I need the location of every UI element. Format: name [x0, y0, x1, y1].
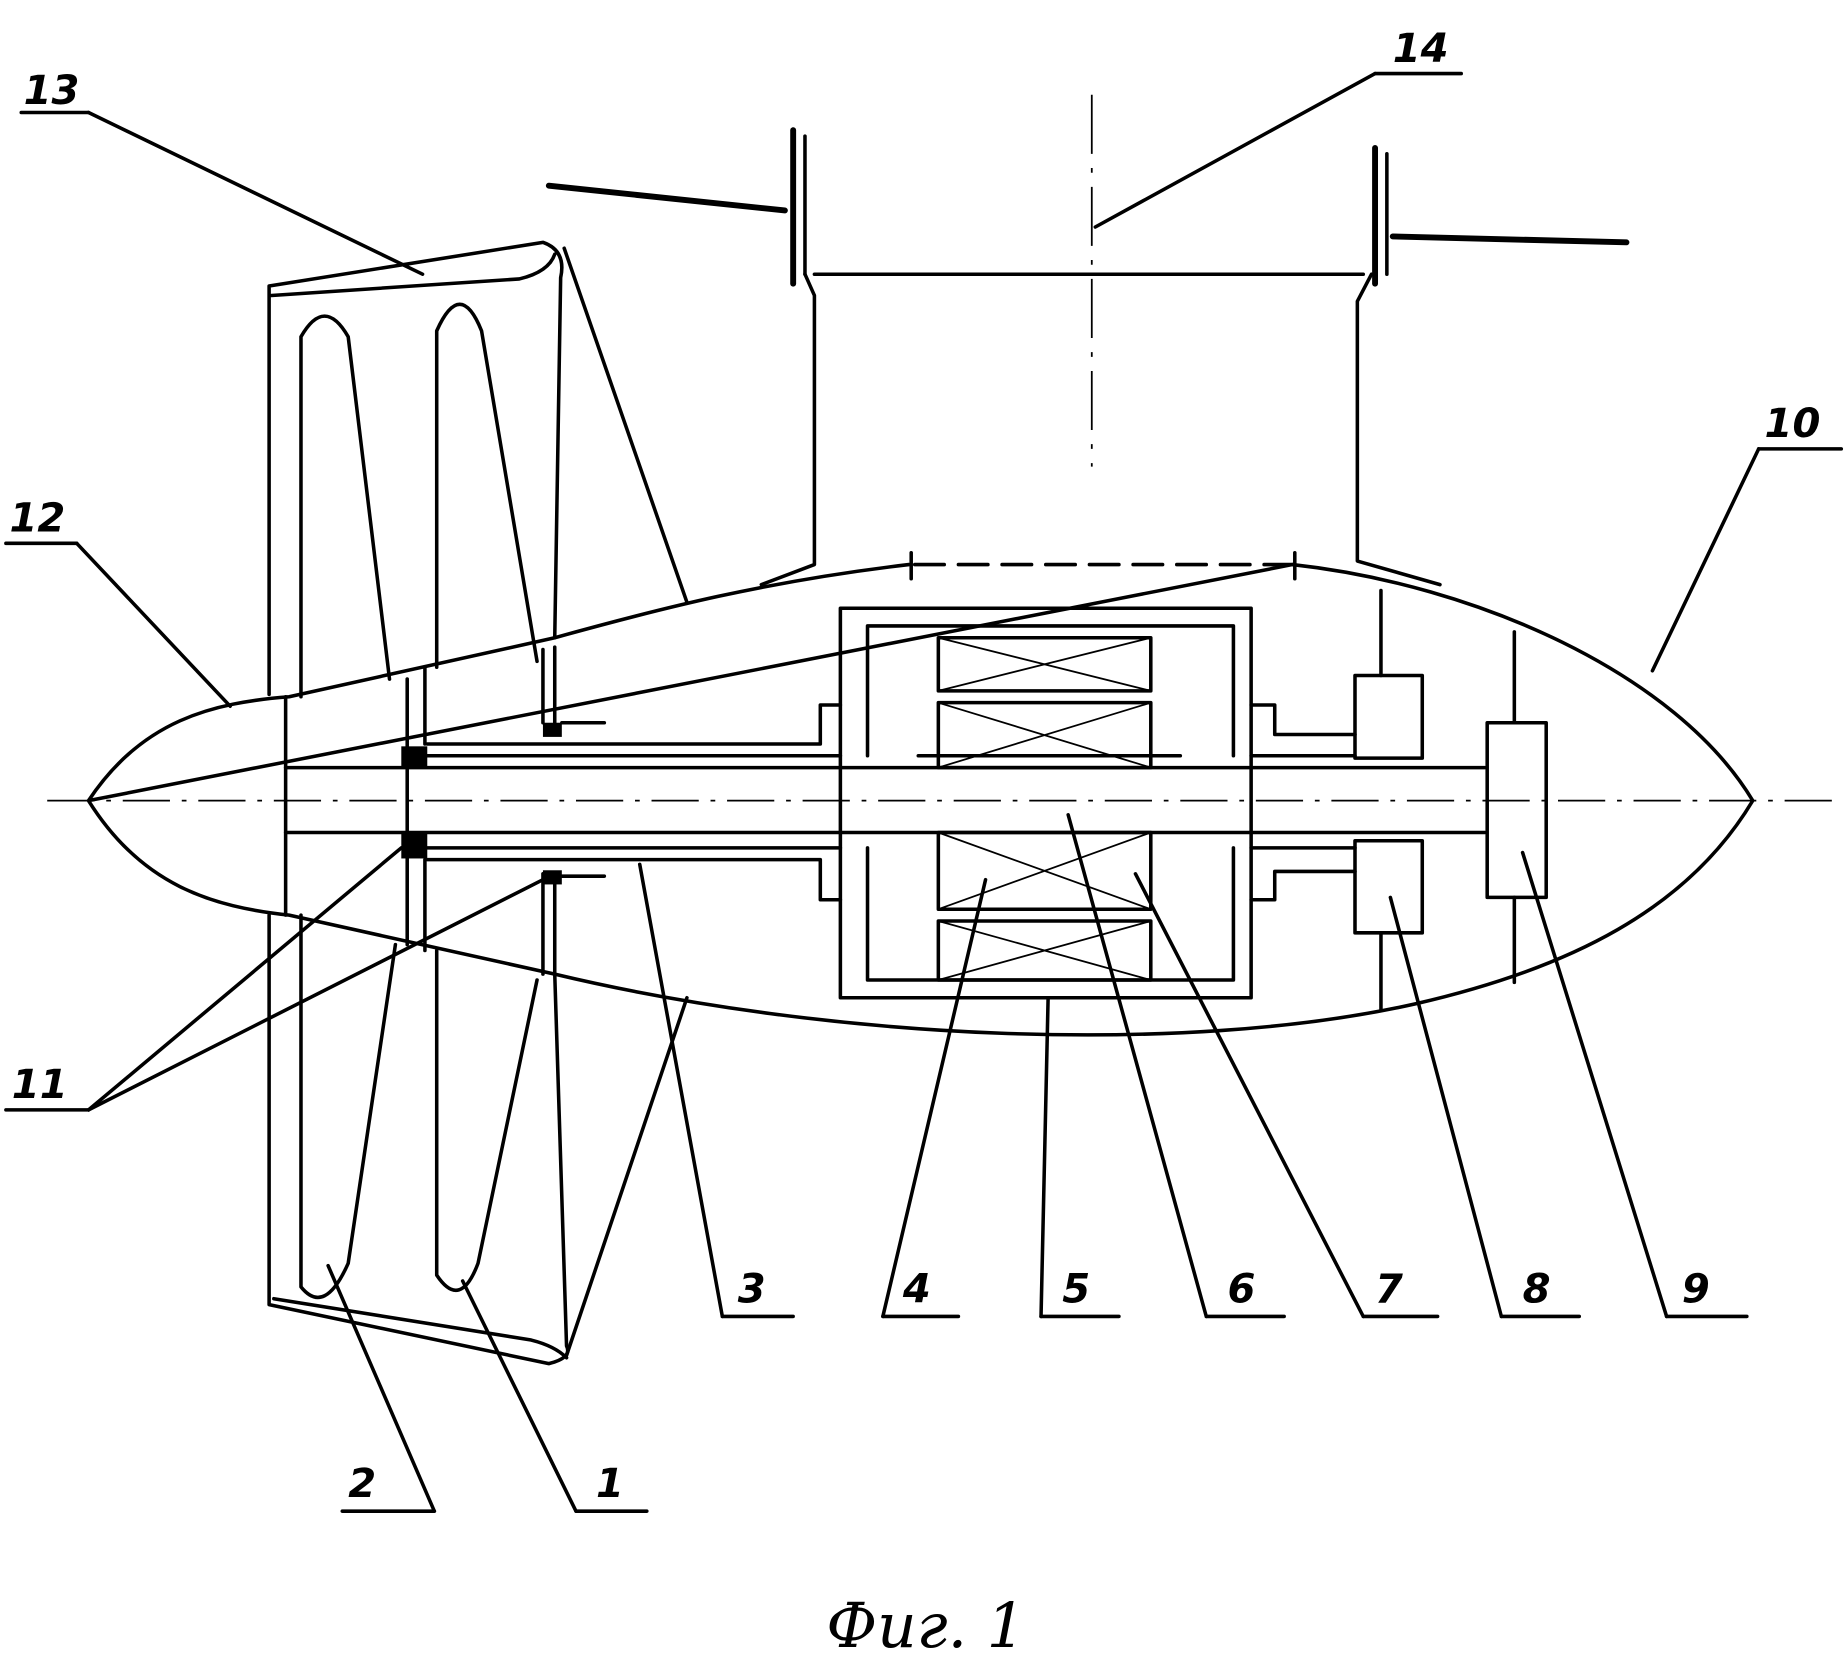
stator-4: [936, 635, 1153, 982]
svg-text:3: 3: [738, 1266, 766, 1312]
callout-3: 3: [637, 862, 795, 1319]
callout-10: 10: [1650, 401, 1844, 673]
svg-text:7: 7: [1375, 1266, 1403, 1312]
tube-3: [425, 703, 1357, 902]
propeller-13: [267, 240, 689, 1366]
svg-text:14: 14: [1393, 26, 1449, 72]
svg-text:6: 6: [1228, 1266, 1256, 1312]
svg-text:9: 9: [1682, 1266, 1710, 1312]
callout-14: 14: [1093, 26, 1463, 229]
seals-11: [401, 720, 607, 885]
svg-text:1: 1: [596, 1461, 624, 1507]
svg-text:11: 11: [12, 1062, 68, 1108]
callout-11: 11: [4, 846, 545, 1112]
callout-6: 6: [1066, 813, 1286, 1319]
callout-9: 9: [1520, 850, 1749, 1319]
strut-14: [545, 127, 1630, 587]
callout-7: 7: [1133, 872, 1440, 1319]
callout-4: 4: [881, 877, 988, 1319]
svg-text:4: 4: [902, 1266, 931, 1312]
svg-text:2: 2: [348, 1461, 376, 1507]
coupling-9: [1485, 630, 1548, 985]
svg-text:13: 13: [24, 68, 80, 114]
callout-1: 1: [460, 1279, 649, 1513]
svg-text:8: 8: [1523, 1266, 1551, 1312]
callout-2: 2: [326, 1263, 437, 1513]
svg-text:12: 12: [9, 496, 65, 542]
bearing-8: [1353, 588, 1425, 1012]
hull-10: [86, 562, 1755, 1037]
callout-13: 13: [19, 68, 425, 276]
callout-12: 12: [4, 496, 232, 708]
rotor-7: [936, 700, 1153, 911]
svg-text:10: 10: [1765, 401, 1821, 447]
figure-caption: Фиг. 1: [826, 1591, 1026, 1662]
motor-housing-5: [838, 606, 1253, 1000]
callout-5: 5: [1039, 995, 1121, 1319]
svg-text:5: 5: [1062, 1266, 1090, 1312]
callout-8: 8: [1388, 895, 1582, 1319]
shaft-6: [283, 765, 1487, 835]
